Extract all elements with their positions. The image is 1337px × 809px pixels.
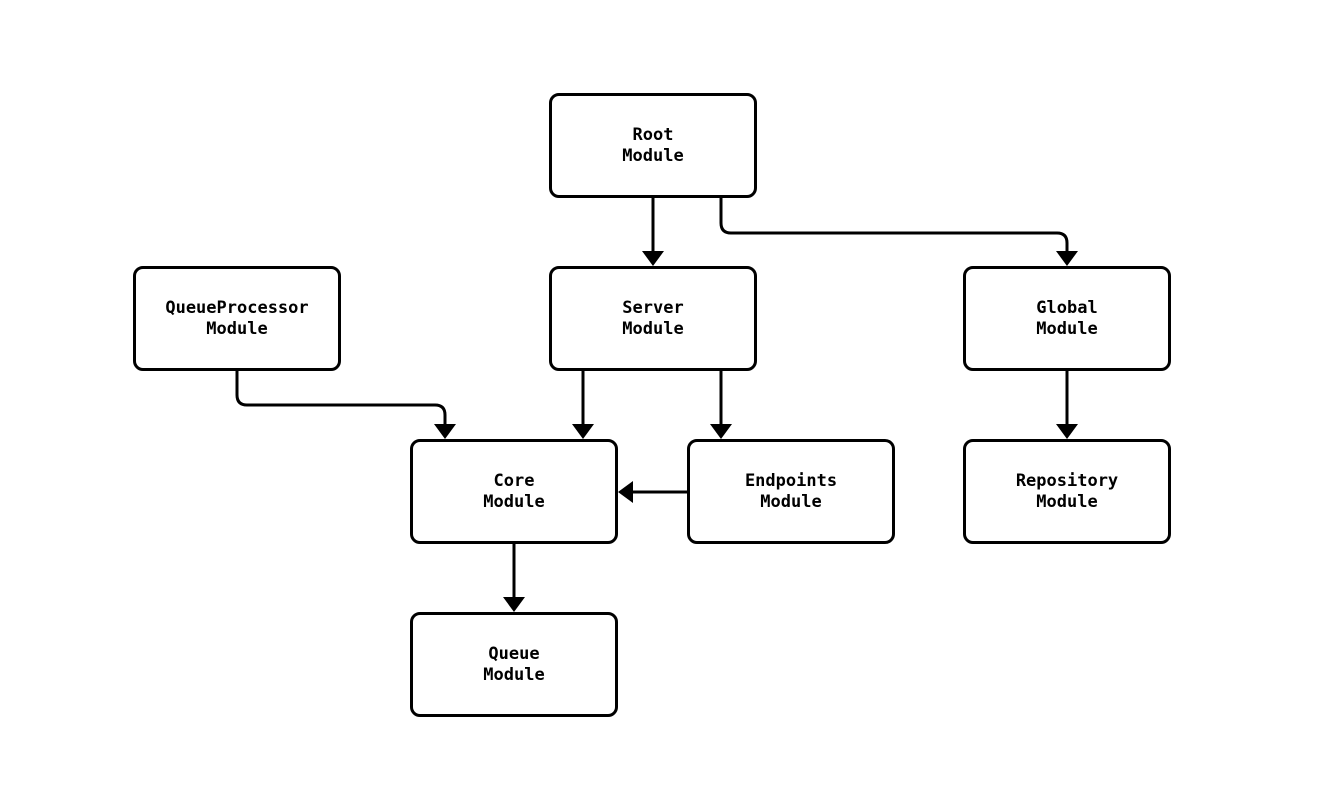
node-global-module: Global Module [963,266,1171,371]
node-queue-module: Queue Module [410,612,618,717]
node-core-module: Core Module [410,439,618,544]
node-server-module: Server Module [549,266,757,371]
node-repository-module: Repository Module [963,439,1171,544]
edge-queueprocessor-to-core [235,371,456,439]
edge-root-to-global [719,198,1078,266]
node-queueprocessor-module: QueueProcessor Module [133,266,341,371]
node-endpoints-module: Endpoints Module [687,439,895,544]
node-root-module: Root Module [549,93,757,198]
